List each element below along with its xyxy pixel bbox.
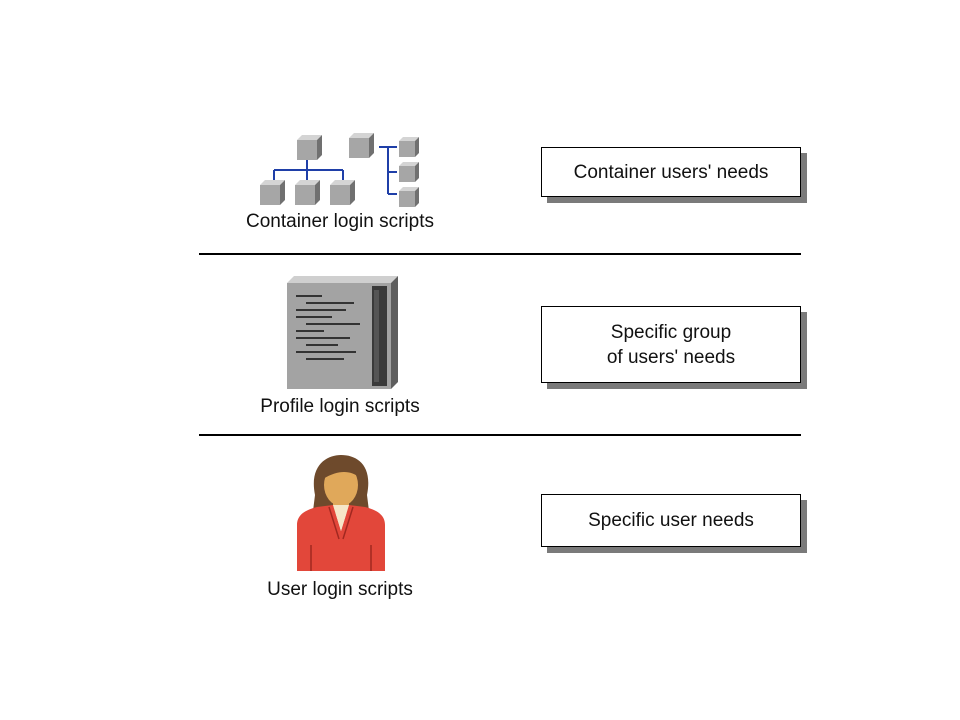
- needs-box: Container users' needs: [541, 147, 801, 197]
- profile-book-icon: [287, 276, 398, 389]
- row-caption: Container login scripts: [246, 211, 434, 232]
- needs-box: Specific user needs: [541, 494, 801, 547]
- needs-line: Container users' needs: [573, 161, 769, 183]
- needs-box: Specific group of users' needs: [541, 306, 801, 383]
- needs-line: Specific group: [610, 321, 732, 343]
- needs-line: Specific user needs: [588, 510, 754, 531]
- user-person-icon: [297, 455, 385, 571]
- row-divider: [199, 434, 801, 436]
- row-caption: User login scripts: [267, 579, 413, 600]
- row-divider: [199, 253, 801, 255]
- row-caption: Profile login scripts: [260, 396, 420, 417]
- org-tree-icon: [260, 133, 419, 207]
- needs-line: of users' needs: [606, 346, 736, 368]
